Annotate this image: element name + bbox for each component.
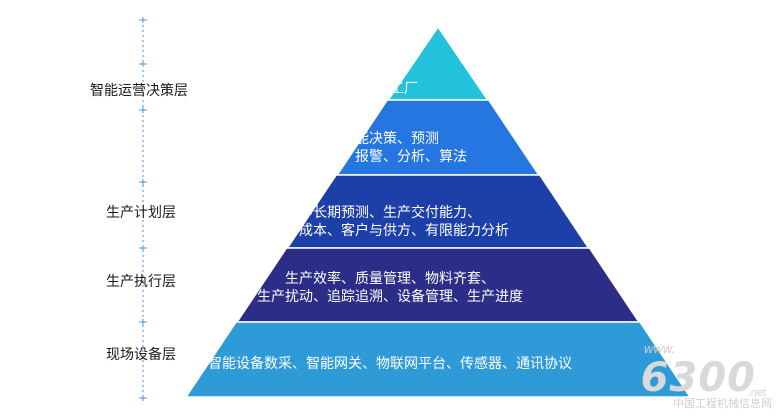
layer-label-field-devices: 现场设备层 [106, 346, 176, 362]
layer-axis-tick [139, 17, 147, 23]
tier-line: 智能设备数采、智能网关、物联网平台、传感器、通讯协议 [208, 355, 572, 371]
watermark-logo-number: 6300 [640, 355, 756, 401]
layer-axis-tick [139, 245, 147, 251]
tier-text-smart-factory: 智能工厂 [0, 79, 780, 97]
layer-axis-tick [139, 319, 147, 325]
layer-axis-tick [139, 395, 147, 401]
layer-label-operations: 智能运营决策层 [90, 82, 188, 98]
tier-line: 预警、报警、分析、算法 [313, 148, 467, 164]
site-watermark: www. 6300 .net 中国工程机械信息网 [634, 339, 774, 411]
watermark-www: www. [644, 341, 676, 356]
watermark-net: .net [747, 387, 766, 399]
tier-line: 生产成本、客户与供方、有限能力分析 [271, 222, 509, 238]
layer-axis-tick [139, 179, 147, 185]
layer-axis-tick [139, 61, 147, 67]
tier-text-field-devices: 智能设备数采、智能网关、物联网平台、传感器、通讯协议 [0, 354, 780, 372]
tier-text-execution: 生产效率、质量管理、物料齐套、 生产扰动、追踪追溯、设备管理、生产进度 [0, 269, 780, 305]
layer-axis-tick [139, 107, 147, 113]
tier-line: 生产效率、质量管理、物料齐套、 [285, 270, 495, 286]
tier-field-devices [184, 321, 692, 398]
tier-line: 智能工厂 [362, 80, 418, 96]
tier-text-planning: 中长期预测、生产交付能力、 生产成本、客户与供方、有限能力分析 [0, 203, 780, 239]
watermark-site-name: 中国工程机械信息网 [673, 398, 772, 410]
tier-line: 中长期预测、生产交付能力、 [299, 204, 481, 220]
tier-line: 生产扰动、追踪追溯、设备管理、生产进度 [257, 288, 523, 304]
tier-text-decision: 智能决策、预测 预警、报警、分析、算法 [0, 129, 780, 165]
layer-label-planning: 生产计划层 [106, 204, 176, 220]
tier-line: 智能决策、预测 [341, 130, 439, 146]
layer-label-execution: 生产执行层 [106, 273, 176, 289]
